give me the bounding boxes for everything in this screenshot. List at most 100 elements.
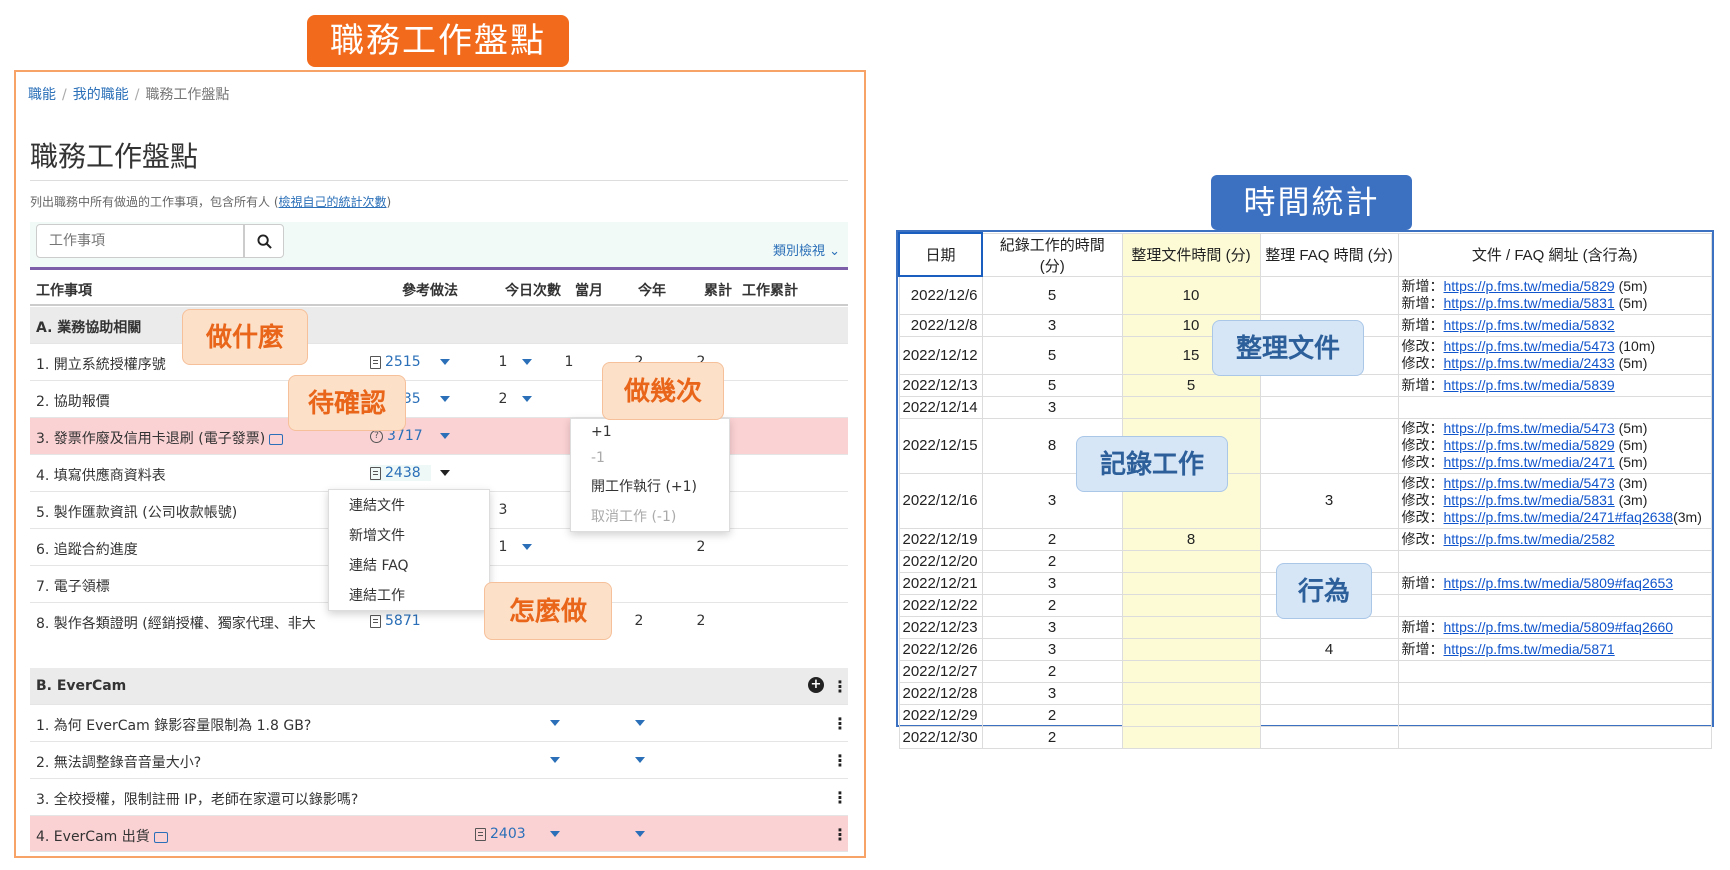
cell-doc-minutes[interactable]	[1121, 637, 1261, 661]
cell-record-minutes[interactable]: 5	[981, 373, 1123, 397]
cell-date[interactable]: 2022/12/21	[898, 571, 983, 595]
cell-faq-minutes[interactable]	[1259, 373, 1399, 397]
chevron-down-icon[interactable]	[550, 831, 560, 837]
cell-links[interactable]	[1397, 659, 1712, 683]
cell-faq-minutes[interactable]	[1259, 681, 1399, 705]
more-vertical-icon[interactable]: ⋮	[832, 677, 848, 696]
cell-faq-minutes[interactable]	[1259, 725, 1399, 749]
chevron-down-icon[interactable]	[522, 396, 532, 402]
header-date[interactable]: 日期	[898, 232, 983, 277]
cell-date[interactable]: 2022/12/19	[898, 527, 983, 551]
table-row[interactable]: 4. EverCam 出貨 2403 ⋮	[30, 816, 848, 852]
document-url-link[interactable]: https://p.fms.tw/media/2433	[1443, 355, 1615, 371]
cell-links[interactable]: 修改：https://p.fms.tw/media/5473 (5m)修改：ht…	[1397, 417, 1712, 474]
comment-icon[interactable]	[269, 433, 284, 445]
cell-links[interactable]: 修改：https://p.fms.tw/media/5473 (10m)修改：h…	[1397, 335, 1712, 375]
header-record[interactable]: 紀錄工作的時間 (分)	[981, 232, 1123, 277]
view-own-stats-link[interactable]: 檢視自己的統計次數	[278, 195, 387, 209]
cell-faq-minutes[interactable]	[1259, 527, 1399, 551]
cell-date[interactable]: 2022/12/26	[898, 637, 983, 661]
table-row[interactable]: 1. 開立系統授權序號 2515 1 1 2 2	[30, 344, 848, 381]
cell-doc-minutes[interactable]	[1121, 571, 1261, 595]
cell-faq-minutes[interactable]	[1259, 395, 1399, 419]
cell-links[interactable]	[1397, 593, 1712, 617]
document-url-link[interactable]: https://p.fms.tw/media/5809#faq2660	[1443, 618, 1674, 635]
cell-date[interactable]: 2022/12/23	[898, 615, 983, 639]
document-url-link[interactable]: https://p.fms.tw/media/5473	[1443, 475, 1615, 491]
cell-date[interactable]: 2022/12/16	[898, 472, 983, 529]
chevron-down-icon[interactable]	[550, 720, 560, 726]
cell-doc-minutes[interactable]	[1121, 725, 1261, 749]
chevron-down-icon[interactable]	[440, 470, 450, 476]
header-doc[interactable]: 整理文件時間 (分)	[1121, 232, 1261, 277]
cell-record-minutes[interactable]: 3	[981, 637, 1123, 661]
cell-record-minutes[interactable]: 3	[981, 615, 1123, 639]
menu-item-link-doc[interactable]: 連結文件	[349, 498, 405, 514]
cell-faq-minutes[interactable]	[1259, 275, 1399, 315]
cell-record-minutes[interactable]: 3	[981, 681, 1123, 705]
cell-date[interactable]: 2022/12/20	[898, 549, 983, 573]
document-url-link[interactable]: https://p.fms.tw/media/5831	[1443, 295, 1615, 311]
document-url-link[interactable]: https://p.fms.tw/media/5832	[1443, 316, 1615, 333]
cell-links[interactable]	[1397, 725, 1712, 749]
document-url-link[interactable]: https://p.fms.tw/media/2471	[1443, 454, 1615, 470]
search-input[interactable]	[36, 224, 244, 258]
chevron-down-icon[interactable]	[635, 831, 645, 837]
comment-icon[interactable]	[153, 831, 168, 843]
cell-record-minutes[interactable]: 2	[981, 593, 1123, 617]
cell-doc-minutes[interactable]	[1121, 703, 1261, 727]
more-vertical-icon[interactable]: ⋮	[832, 751, 848, 770]
cell-links[interactable]: 新增：https://p.fms.tw/media/5839	[1397, 373, 1712, 397]
cell-links[interactable]: 新增：https://p.fms.tw/media/5829 (5m)新增：ht…	[1397, 275, 1712, 315]
more-vertical-icon[interactable]: ⋮	[832, 788, 848, 807]
menu-item-plus-one[interactable]: +1	[591, 424, 612, 440]
cell-doc-minutes[interactable]	[1121, 593, 1261, 617]
menu-item-link-work[interactable]: 連結工作	[349, 588, 405, 604]
cell-date[interactable]: 2022/12/27	[898, 659, 983, 683]
cell-links[interactable]: 新增：https://p.fms.tw/media/5809#faq2660	[1397, 615, 1712, 639]
menu-item-new-doc[interactable]: 新增文件	[349, 528, 405, 544]
document-url-link[interactable]: https://p.fms.tw/media/5839	[1443, 376, 1615, 393]
cell-record-minutes[interactable]: 3	[981, 395, 1123, 419]
document-url-link[interactable]: https://p.fms.tw/media/5831	[1443, 492, 1615, 508]
cell-record-minutes[interactable]: 2	[981, 703, 1123, 727]
more-vertical-icon[interactable]: ⋮	[832, 825, 848, 844]
cell-record-minutes[interactable]: 5	[981, 335, 1123, 375]
cell-doc-minutes[interactable]	[1121, 549, 1261, 573]
chevron-down-icon[interactable]	[635, 757, 645, 763]
document-url-link[interactable]: https://p.fms.tw/media/5809#faq2653	[1443, 574, 1674, 591]
breadcrumb-item-2[interactable]: 我的職能	[72, 87, 129, 103]
header-links[interactable]: 文件 / FAQ 網址 (含行為)	[1397, 232, 1712, 277]
cell-record-minutes[interactable]: 2	[981, 659, 1123, 683]
cell-faq-minutes[interactable]	[1259, 703, 1399, 727]
cell-links[interactable]	[1397, 395, 1712, 419]
cell-doc-minutes[interactable]	[1121, 659, 1261, 683]
document-url-link[interactable]: https://p.fms.tw/media/5473	[1443, 338, 1615, 354]
cell-date[interactable]: 2022/12/22	[898, 593, 983, 617]
cell-links[interactable]	[1397, 549, 1712, 573]
cell-links[interactable]	[1397, 703, 1712, 727]
chevron-down-icon[interactable]	[522, 359, 532, 365]
cell-links[interactable]	[1397, 681, 1712, 705]
chevron-down-icon[interactable]	[440, 433, 450, 439]
more-vertical-icon[interactable]: ⋮	[832, 714, 848, 733]
table-row[interactable]: 3. 全校授權，限制註冊 IP，老師在家還可以錄影嗎? ⋮	[30, 779, 848, 816]
table-row[interactable]: 2. 無法調整錄音音量大小? ⋮	[30, 742, 848, 779]
cell-doc-minutes[interactable]	[1121, 681, 1261, 705]
breadcrumb-item-1[interactable]: 職能	[28, 87, 56, 103]
cell-record-minutes[interactable]: 3	[981, 571, 1123, 595]
cell-record-minutes[interactable]: 2	[981, 725, 1123, 749]
cell-links[interactable]: 新增：https://p.fms.tw/media/5871	[1397, 637, 1712, 661]
cell-record-minutes[interactable]: 2	[981, 527, 1123, 551]
chevron-down-icon[interactable]	[440, 359, 450, 365]
ref-link[interactable]: 5871	[370, 613, 421, 629]
